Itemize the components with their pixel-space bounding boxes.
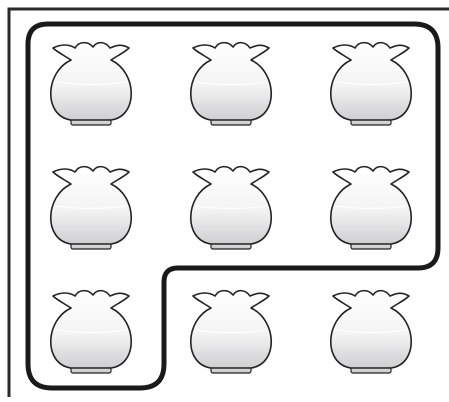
fishbowl-body: [191, 167, 272, 244]
fishbowl-body: [191, 43, 272, 120]
fishbowl-icon-ungrouped: [331, 291, 412, 373]
fishbowl-icon-grouped: [51, 291, 132, 373]
fishbowl-body: [51, 291, 132, 368]
fishbowl-icon-grouped: [191, 167, 272, 249]
fishbowl-icon-grouped: [331, 43, 412, 125]
fishbowl-body: [191, 291, 272, 368]
fishbowl-body: [51, 43, 132, 120]
fishbowl-icon-grouped: [331, 167, 412, 249]
fishbowl-icon-grouped: [51, 43, 132, 125]
fishbowl-icon-ungrouped: [191, 291, 272, 373]
fishbowl-icon-grouped: [51, 167, 132, 249]
fishbowl-body: [51, 167, 132, 244]
fishbowl-body: [331, 291, 412, 368]
fishbowl-grid: [51, 43, 412, 373]
fishbowl-body: [331, 167, 412, 244]
fishbowl-body: [331, 43, 412, 120]
fishbowl-icon-grouped: [191, 43, 272, 125]
